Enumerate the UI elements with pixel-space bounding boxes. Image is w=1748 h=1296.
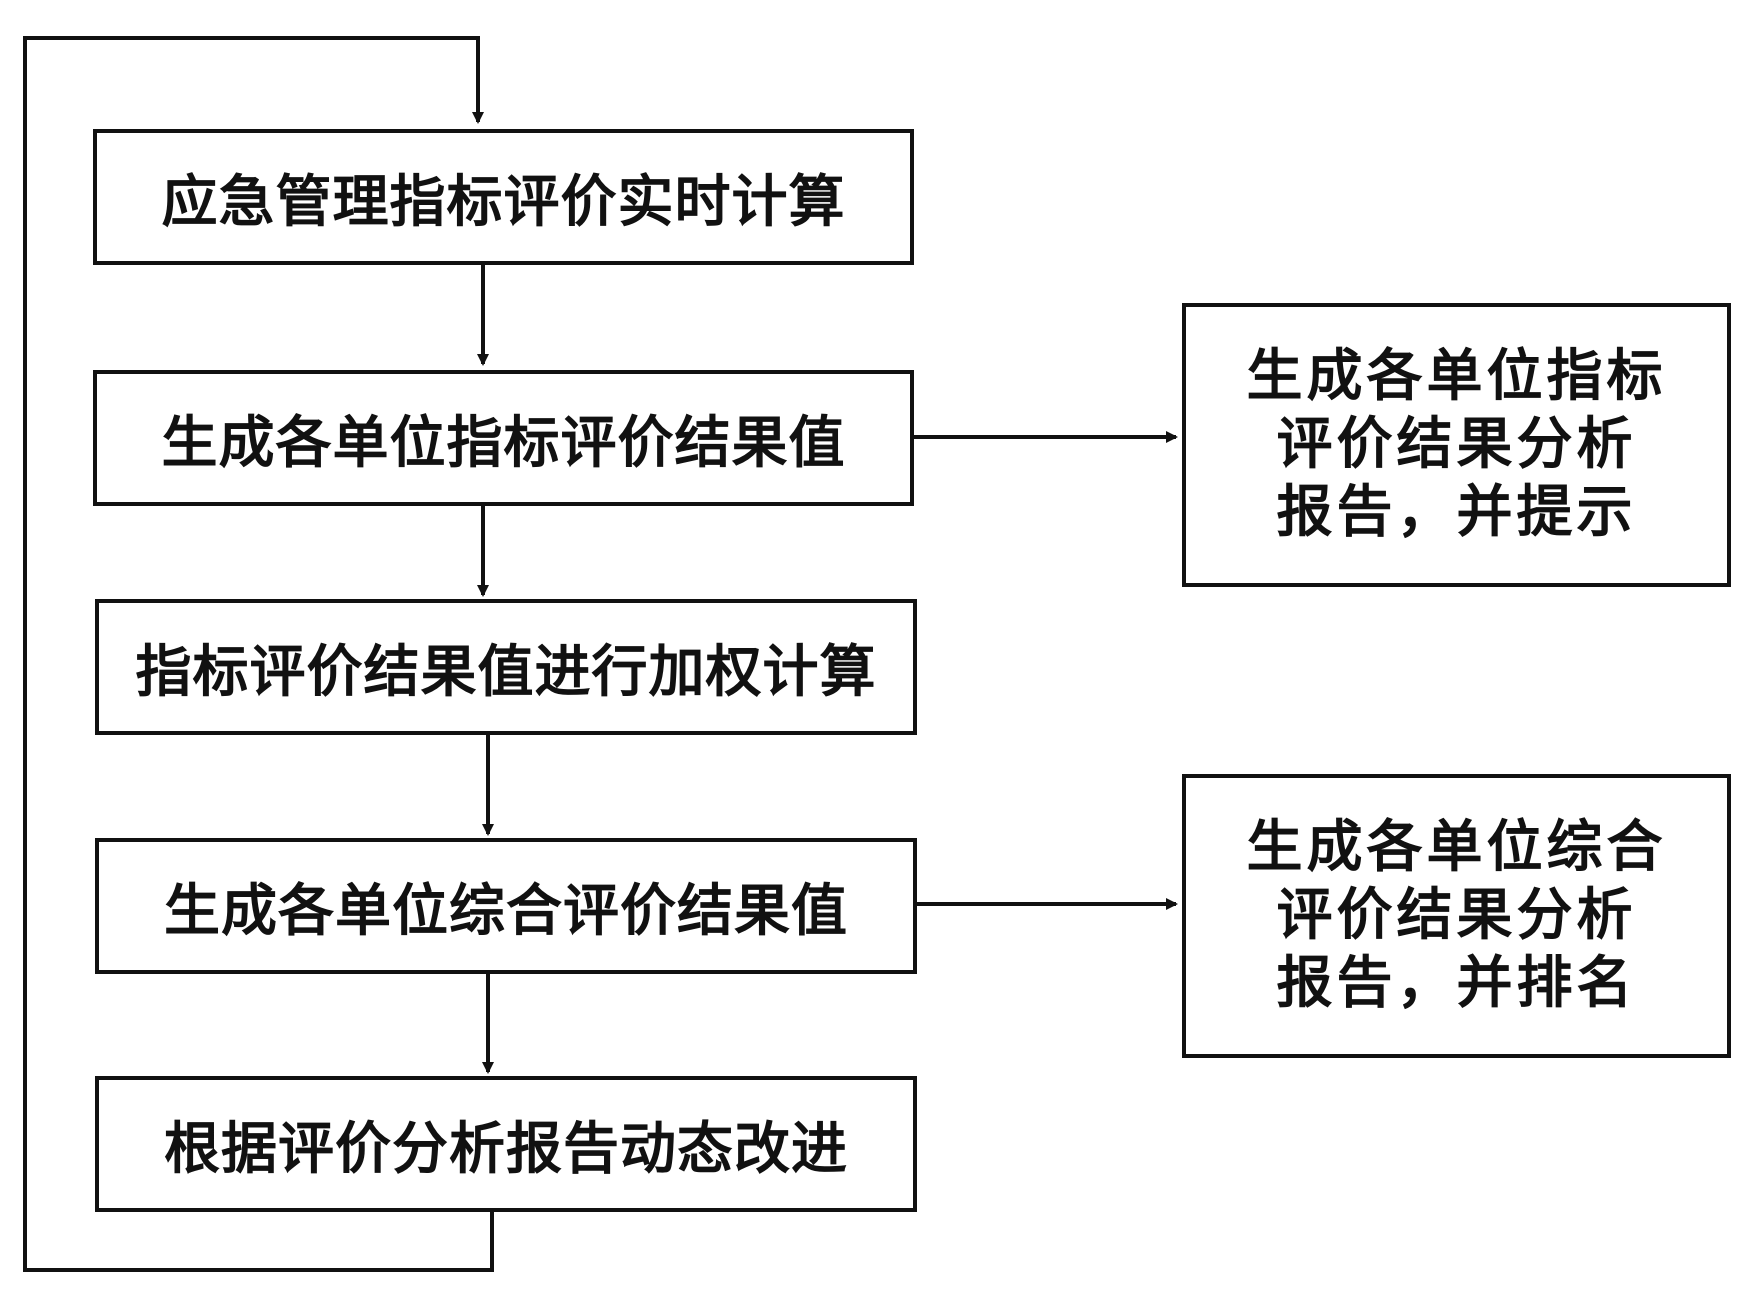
output-indicator-report-line-3: 报告，并提示 — [1276, 480, 1637, 545]
step-realtime-calculation: 应急管理指标评价实时计算 — [93, 129, 914, 265]
step-indicator-result: 生成各单位指标评价结果值 — [93, 370, 914, 506]
step-comprehensive-result-label: 生成各单位综合评价结果值 — [164, 878, 848, 944]
step-comprehensive-result: 生成各单位综合评价结果值 — [95, 838, 917, 974]
step-dynamic-improvement-label: 根据评价分析报告动态改进 — [164, 1116, 848, 1182]
output-comprehensive-report-text: 生成各单位综合 评价结果分析 报告，并排名 — [1247, 814, 1667, 1018]
step-indicator-result-label: 生成各单位指标评价结果值 — [161, 410, 846, 476]
output-comprehensive-report: 生成各单位综合 评价结果分析 报告，并排名 — [1182, 774, 1731, 1058]
step-dynamic-improvement: 根据评价分析报告动态改进 — [95, 1076, 917, 1212]
feedback-loop-line — [23, 36, 494, 1272]
output-indicator-report-line-1: 生成各单位指标 — [1246, 344, 1667, 409]
output-indicator-report-text: 生成各单位指标 评价结果分析 报告，并提示 — [1247, 343, 1667, 547]
output-comprehensive-report-line-3: 报告，并排名 — [1276, 951, 1637, 1016]
output-comprehensive-report-line-1: 生成各单位综合 — [1246, 815, 1667, 880]
output-indicator-report: 生成各单位指标 评价结果分析 报告，并提示 — [1182, 303, 1731, 587]
step-weighted-calculation: 指标评价结果值进行加权计算 — [95, 599, 917, 735]
output-indicator-report-line-2: 评价结果分析 — [1276, 412, 1637, 477]
step-realtime-calculation-label: 应急管理指标评价实时计算 — [161, 169, 846, 235]
output-comprehensive-report-line-2: 评价结果分析 — [1276, 883, 1637, 948]
step-weighted-calculation-label: 指标评价结果值进行加权计算 — [135, 639, 877, 705]
